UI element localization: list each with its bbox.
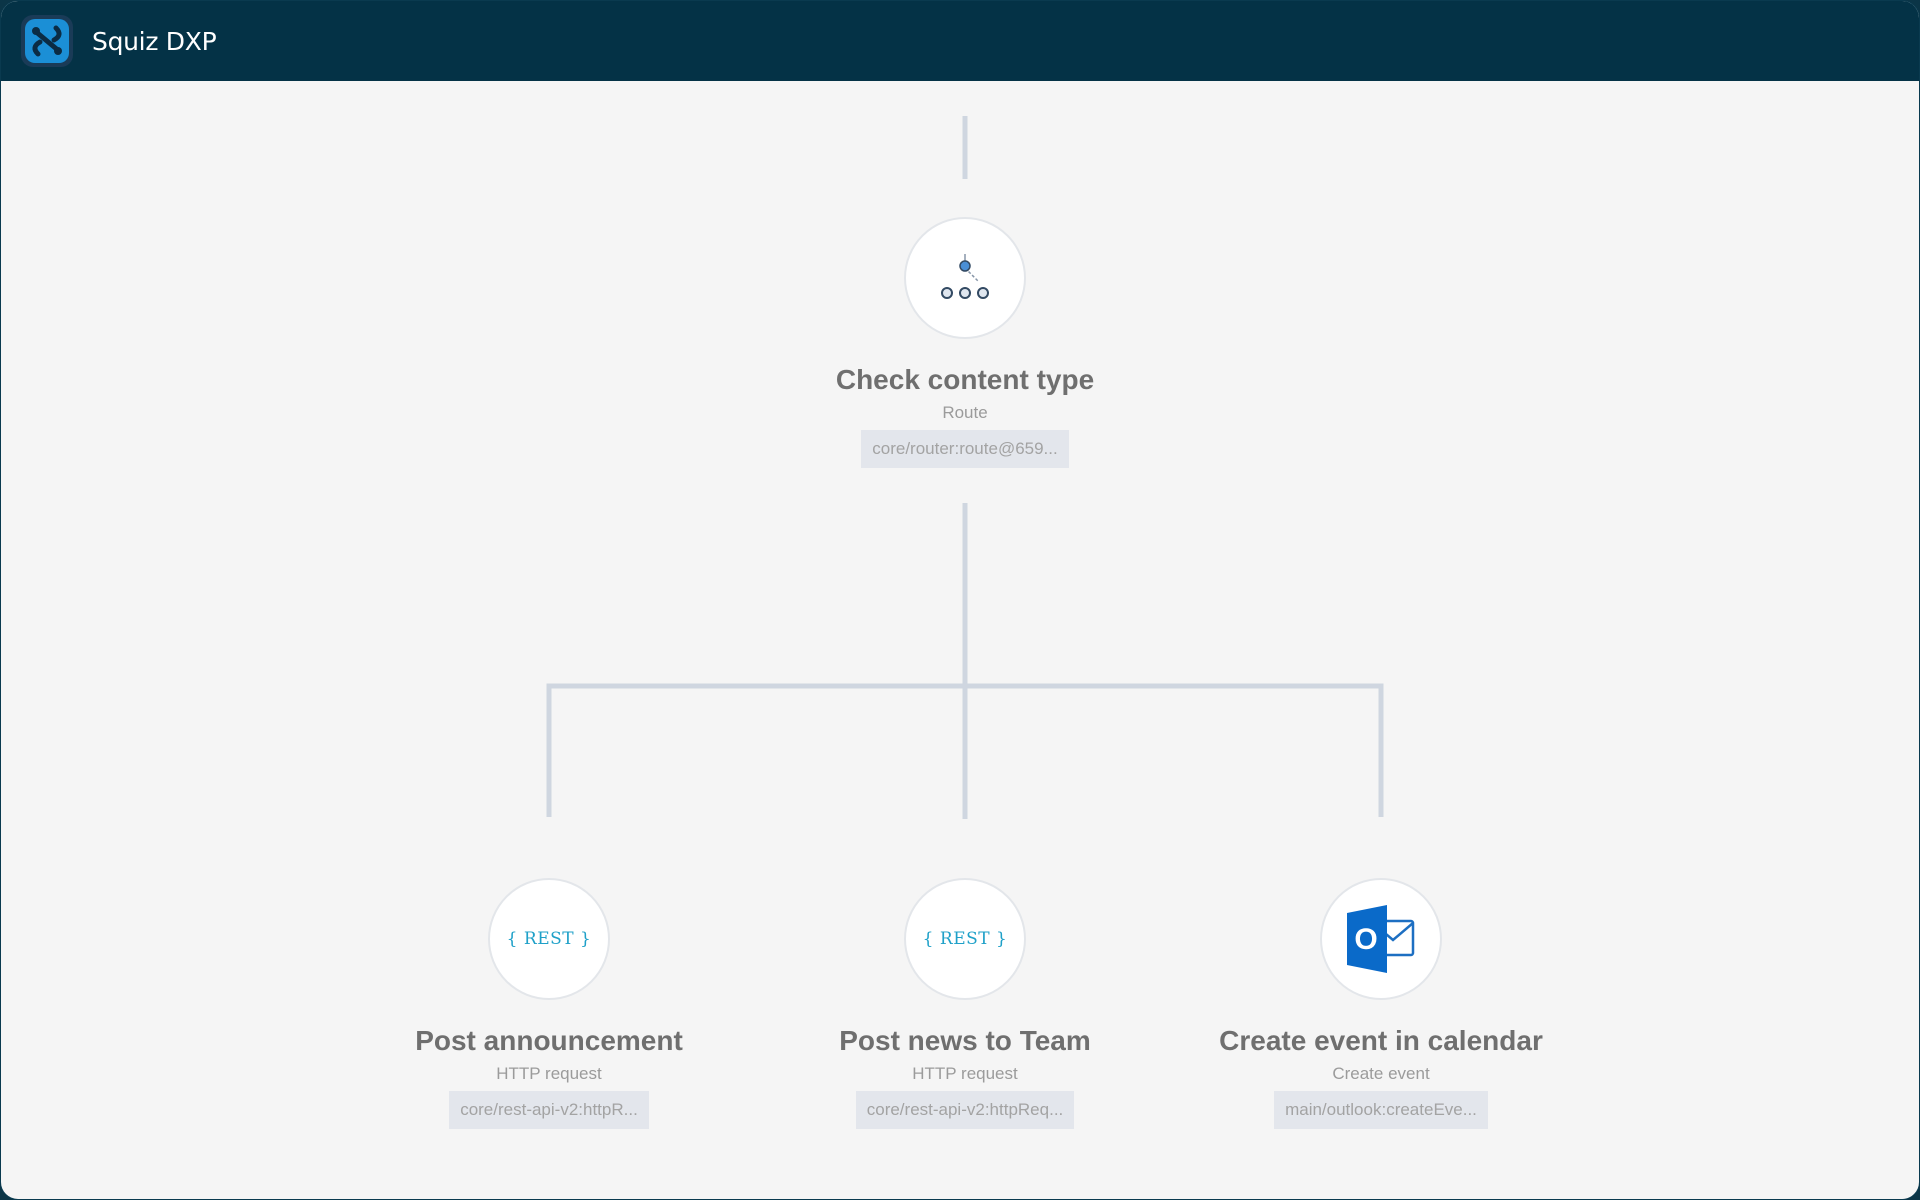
node-icon-circle[interactable]: { REST } <box>488 878 610 1000</box>
squiz-logo-icon <box>21 15 73 67</box>
node-id-badge: main/outlook:createEve... <box>1274 1091 1488 1129</box>
rest-api-icon: { REST } <box>922 929 1008 949</box>
node-title: Create event in calendar <box>1219 1025 1543 1056</box>
node-title: Post news to Team <box>839 1025 1091 1056</box>
outlook-icon: O <box>1347 905 1415 973</box>
workflow-node-root[interactable]: Check content type Route core/router:rou… <box>685 217 1245 468</box>
workflow-node-post-announcement[interactable]: { REST } Post announcement HTTP request … <box>269 878 829 1129</box>
node-title: Check content type <box>835 364 1095 395</box>
node-title: Post announcement <box>415 1025 683 1056</box>
node-type: HTTP request <box>496 1064 602 1083</box>
workflow-canvas[interactable]: Check content type Route core/router:rou… <box>1 81 1919 1199</box>
rest-api-icon: { REST } <box>506 929 592 949</box>
node-id-badge: core/rest-api-v2:httpReq... <box>855 1091 1075 1129</box>
node-icon-circle[interactable]: { REST } <box>904 878 1026 1000</box>
connector-lines <box>546 116 1384 819</box>
node-id-badge: core/rest-api-v2:httpR... <box>449 1091 649 1129</box>
node-type: Create event <box>1332 1064 1430 1083</box>
node-icon-circle[interactable]: O <box>1320 878 1442 1000</box>
node-type: HTTP request <box>912 1064 1018 1083</box>
workflow-node-create-event[interactable]: O Create event in calendar Create event … <box>1101 878 1661 1129</box>
router-icon <box>941 254 989 299</box>
node-id-badge: core/router:route@659... <box>861 430 1069 468</box>
title-bar: Squiz DXP <box>1 1 1919 81</box>
node-type: Route <box>942 403 988 422</box>
workflow-node-post-news[interactable]: { REST } Post news to Team HTTP request … <box>685 878 1245 1129</box>
app-title: Squiz DXP <box>92 27 217 56</box>
outlook-letter: O <box>1354 923 1377 956</box>
node-icon-circle[interactable] <box>904 217 1026 339</box>
